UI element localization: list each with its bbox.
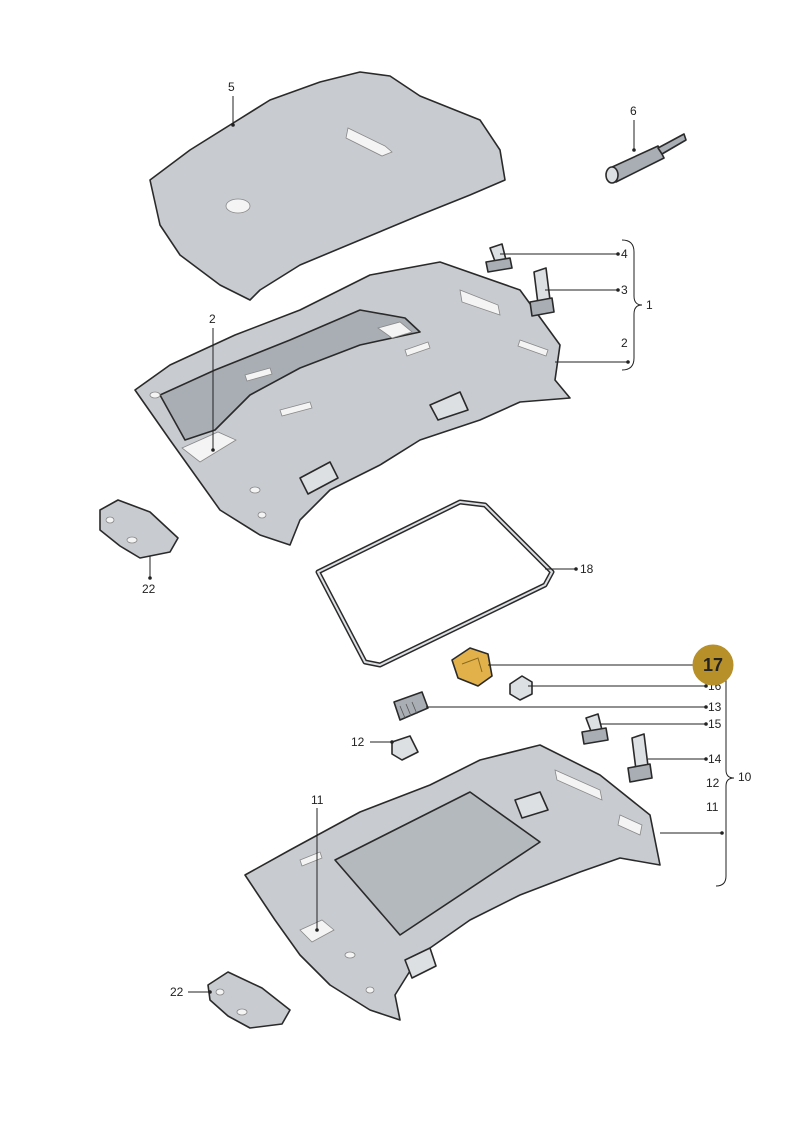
part-12-bracket[interactable] (391, 735, 419, 761)
callout-15: 15 (708, 717, 722, 731)
part-5-roof-panel[interactable] (149, 71, 506, 301)
part-3-clip[interactable] (529, 267, 555, 317)
callout-11-left: 11 (311, 793, 324, 807)
part-2-headliner[interactable] (134, 261, 571, 546)
callout-22-top: 22 (142, 582, 156, 596)
part-17-highlighted-clip[interactable] (451, 647, 493, 687)
callout-12-right: 12 (706, 776, 720, 790)
leader-lines (149, 96, 735, 993)
part-15-clip[interactable] (581, 713, 609, 745)
part-16-clip[interactable] (509, 675, 533, 701)
callout-18: 18 (580, 562, 594, 576)
part-11-headliner-sunroof[interactable] (244, 744, 661, 1021)
part-6-cylinder[interactable] (605, 133, 687, 184)
part-13-vent[interactable] (393, 691, 429, 721)
callout-14: 14 (708, 752, 722, 766)
part-22-bracket-lower[interactable] (207, 971, 291, 1029)
callout-5: 5 (228, 80, 235, 94)
callout-12-left: 12 (351, 735, 365, 749)
callout-11-right: 11 (706, 800, 719, 814)
callout-2-right: 2 (621, 336, 628, 350)
callout-13: 13 (708, 700, 722, 714)
callout-1: 1 (646, 298, 653, 312)
callout-3: 3 (621, 283, 628, 297)
part-4-clip[interactable] (485, 243, 513, 273)
highlight-label: 17 (703, 655, 723, 675)
leader-dots (148, 123, 724, 994)
callout-6: 6 (630, 104, 637, 118)
callout-4: 4 (621, 247, 628, 261)
callout-2-left: 2 (209, 312, 216, 326)
highlight-badge-17[interactable]: 17 (692, 644, 734, 686)
part-22-bracket-upper[interactable] (99, 499, 179, 559)
callout-10: 10 (738, 770, 752, 784)
part-14-clip[interactable] (627, 733, 653, 783)
callout-22-bottom: 22 (170, 985, 184, 999)
part-18-seal[interactable] (315, 499, 555, 668)
